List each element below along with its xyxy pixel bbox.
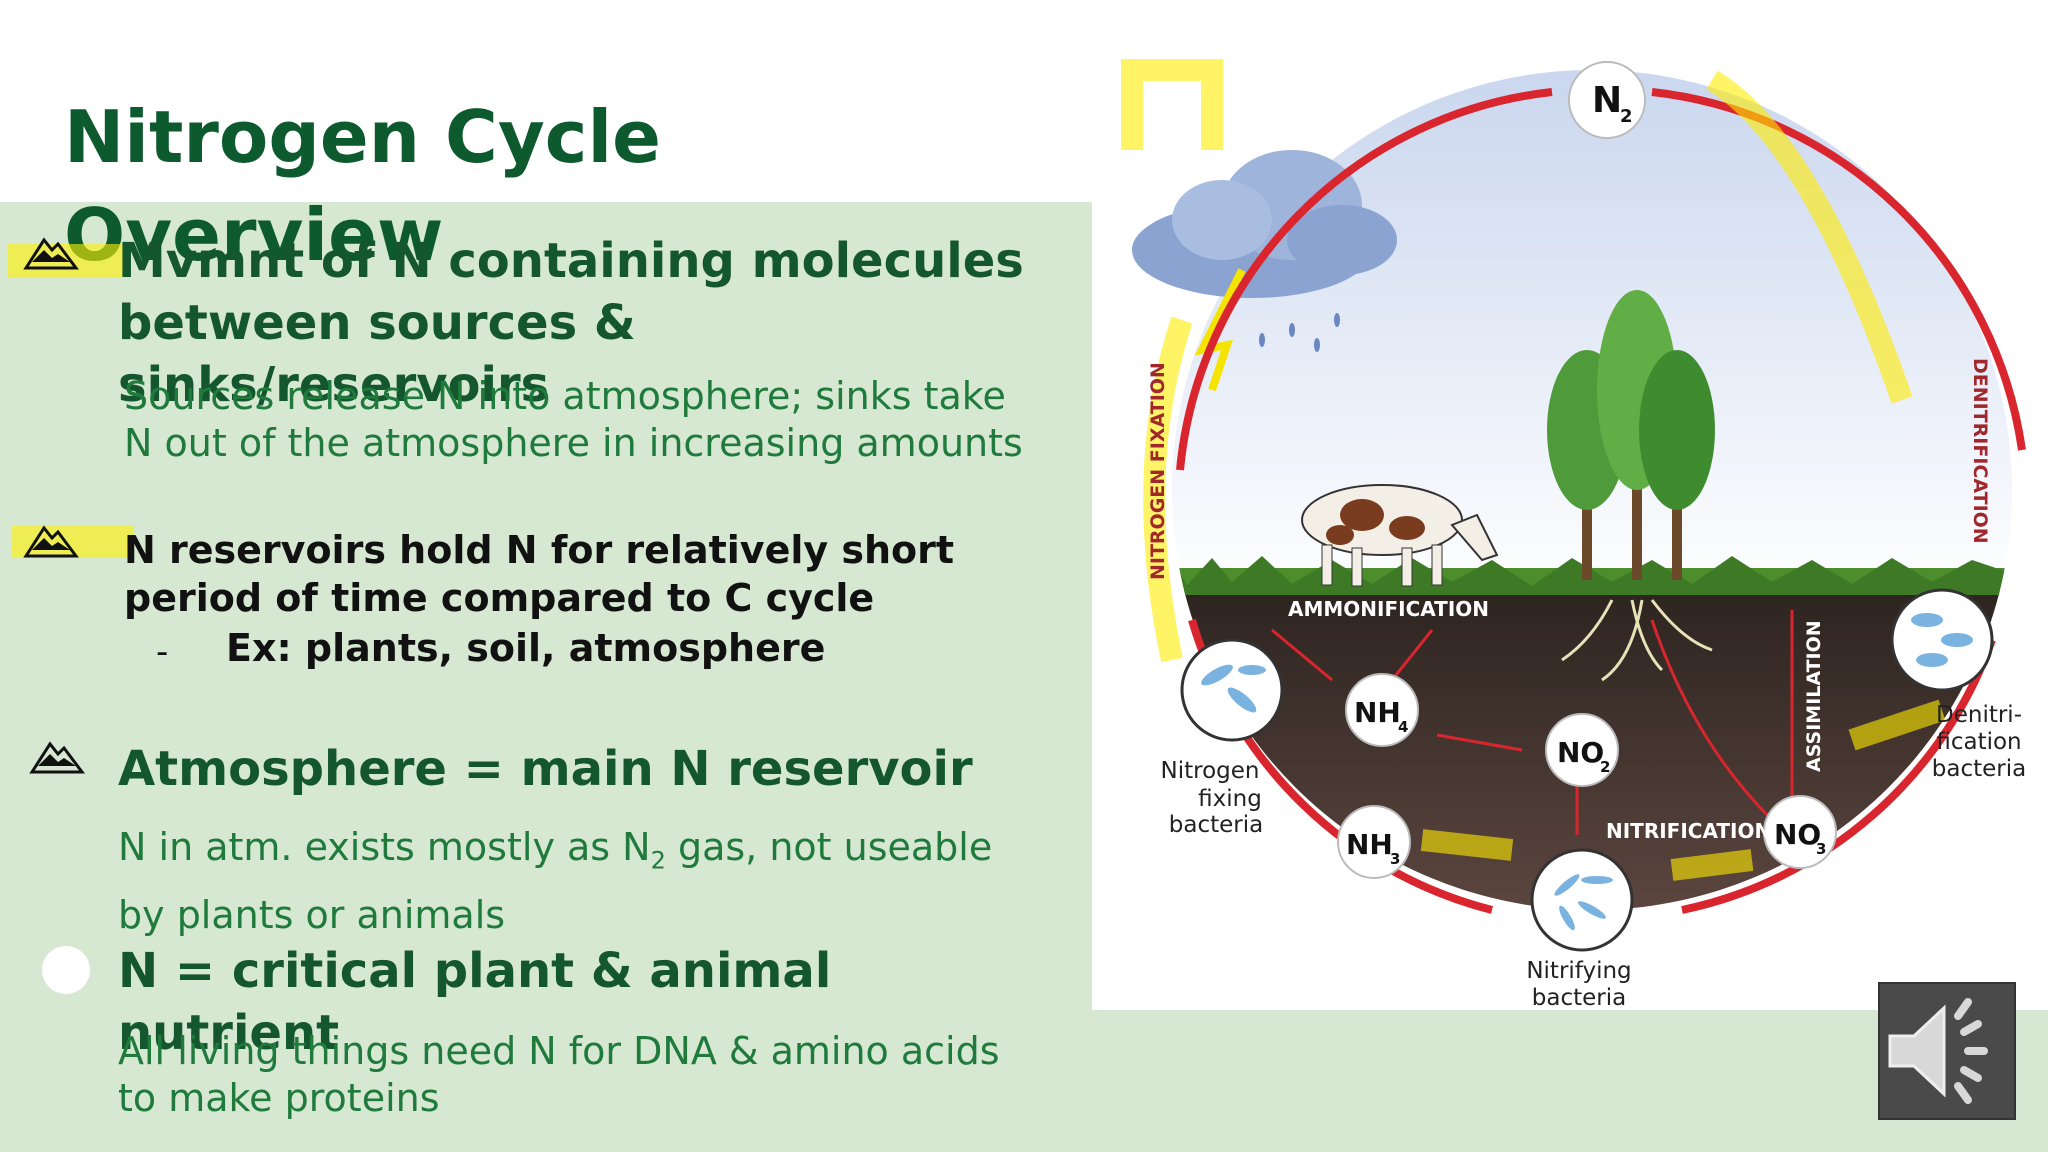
sub-bullet-text: Ex: plants, soil, atmosphere bbox=[226, 626, 826, 670]
node-nh3: NH 3 bbox=[1337, 805, 1411, 879]
speaker-button[interactable] bbox=[1878, 982, 2016, 1120]
denitri-bacteria-label: Denitri- fication bacteria bbox=[1932, 702, 2026, 782]
svg-text:NH: NH bbox=[1346, 828, 1393, 861]
svg-text:2: 2 bbox=[1600, 758, 1610, 776]
circle-icon bbox=[42, 946, 90, 994]
svg-text:Nitrogen: Nitrogen bbox=[1161, 758, 1260, 784]
svg-text:2: 2 bbox=[1620, 106, 1633, 127]
sub-bullet-dash: - bbox=[156, 632, 169, 672]
svg-text:fication: fication bbox=[1936, 729, 2021, 755]
svg-text:Nitrifying: Nitrifying bbox=[1526, 958, 1631, 984]
label-fixation: NITROGEN FIXATION bbox=[1147, 362, 1169, 580]
svg-text:NH: NH bbox=[1354, 696, 1401, 729]
node-no3: NO 3 bbox=[1763, 795, 1837, 869]
bullet-heading-4: N = critical plant & animal nutrient bbox=[118, 943, 832, 1061]
svg-text:3: 3 bbox=[1816, 840, 1826, 858]
svg-text:fixing: fixing bbox=[1198, 786, 1262, 812]
nitrifying-bacteria-label: Nitrifying bacteria bbox=[1526, 958, 1631, 1010]
nitrifying-bacteria-icon bbox=[1530, 848, 1634, 952]
trees bbox=[1547, 290, 1715, 682]
bullet-heading-3: Atmosphere = main N reservoir bbox=[118, 741, 973, 797]
svg-text:bacteria: bacteria bbox=[1932, 756, 2026, 782]
mountain-icon bbox=[29, 741, 85, 774]
fixing-bacteria-icon bbox=[1180, 638, 1284, 742]
cow-icon bbox=[1301, 484, 1499, 587]
svg-text:4: 4 bbox=[1398, 718, 1408, 736]
bullet-body-4: All living things need N for DNA & amino… bbox=[118, 1029, 1000, 1120]
label-nitrification: NITRIFICATION bbox=[1606, 819, 1771, 843]
bullet-heading-2: N reservoirs hold N for relatively short… bbox=[124, 528, 955, 620]
highlight-marks bbox=[1121, 59, 1946, 881]
svg-text:NO: NO bbox=[1557, 736, 1604, 769]
fixing-bacteria-label: Nitrogen fixing bacteria bbox=[1161, 758, 1264, 838]
svg-text:3: 3 bbox=[1390, 850, 1400, 868]
svg-text:bacteria: bacteria bbox=[1169, 812, 1263, 838]
node-nh4: NH 4 bbox=[1345, 673, 1419, 747]
bullet-body-3: N in atm. exists mostly as N2 gas, not u… bbox=[118, 825, 993, 937]
svg-text:N: N bbox=[1592, 80, 1622, 121]
speaker-icon bbox=[1888, 998, 1988, 1104]
label-denitrification: DENITRIFICATION bbox=[1969, 358, 1991, 544]
content-panel bbox=[0, 202, 1092, 1152]
denitri-bacteria-icon bbox=[1890, 588, 1994, 692]
node-n2: N 2 bbox=[1568, 61, 1646, 139]
bullet-heading-1: Mvmnt of N containing molecules between … bbox=[118, 233, 1024, 413]
label-assimilation: ASSIMILATION bbox=[1803, 620, 1825, 772]
label-ammonification: AMMONIFICATION bbox=[1288, 597, 1489, 621]
mountain-icon bbox=[23, 237, 79, 270]
svg-text:Denitri-: Denitri- bbox=[1936, 702, 2022, 728]
svg-text:NO: NO bbox=[1774, 818, 1821, 851]
node-no2: NO 2 bbox=[1545, 713, 1619, 787]
nitrogen-cycle-diagram: N 2 NH 4 NO 2 NH 3 NO 3 bbox=[1121, 59, 2026, 1010]
bullet-body-1: Sources release N into atmosphere; sinks… bbox=[124, 374, 1023, 465]
mountain-icon bbox=[23, 525, 79, 558]
svg-text:bacteria: bacteria bbox=[1532, 985, 1626, 1010]
